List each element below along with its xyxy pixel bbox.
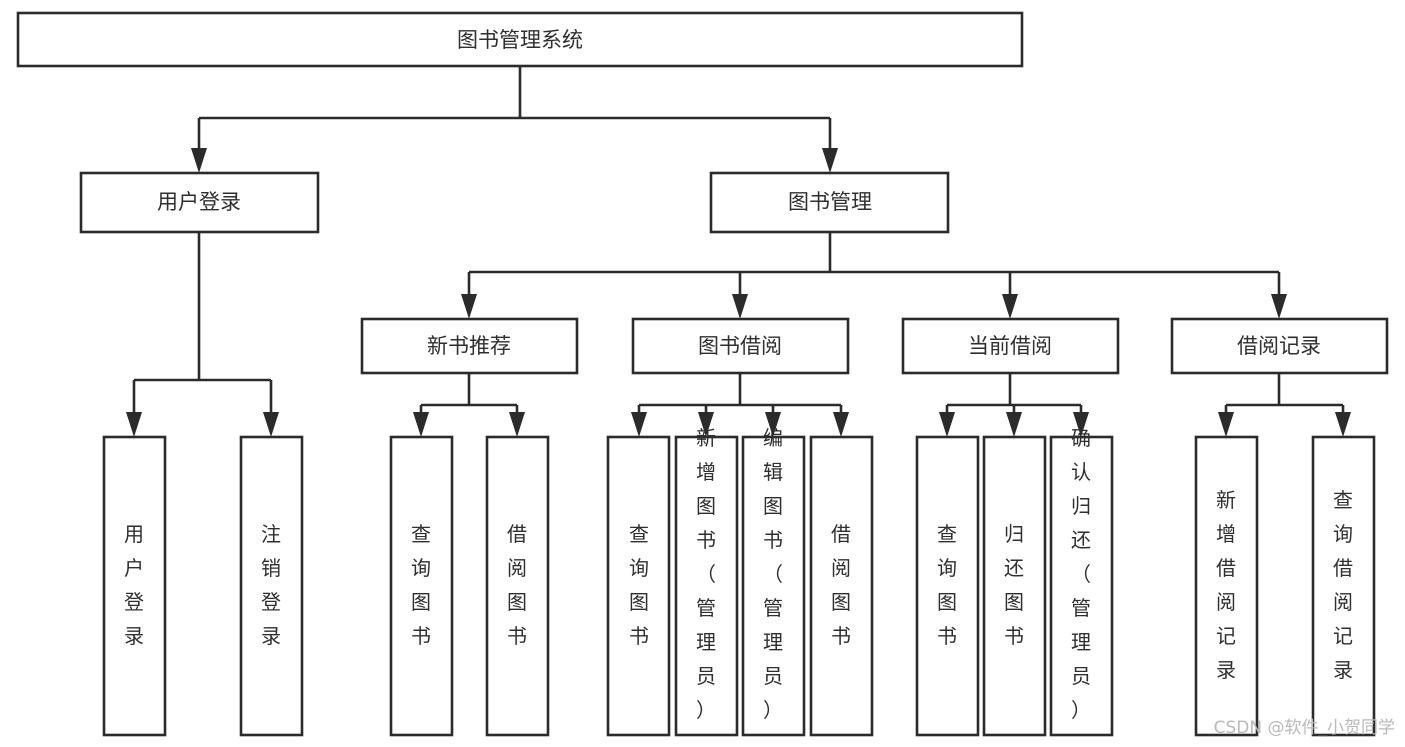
leaf-borrow-record-add-box[interactable] bbox=[1194, 435, 1259, 737]
node-current-borrow-box[interactable] bbox=[901, 317, 1120, 375]
node-root-system-box[interactable] bbox=[16, 11, 1024, 68]
leaf-user-login-logout[interactable]: 注销登录 bbox=[239, 435, 304, 737]
arrow-head-borrow-record bbox=[1271, 294, 1287, 319]
arrow-head-br-leaf-2 bbox=[1335, 412, 1351, 437]
node-borrow-record-box[interactable] bbox=[1170, 317, 1389, 375]
arrow-head-bb-leaf-2 bbox=[698, 412, 714, 437]
leaf-new-book-query-label: 查询图书 bbox=[411, 522, 431, 648]
leaf-borrow-record-add[interactable]: 新增借阅记录 bbox=[1194, 435, 1259, 737]
leaf-user-login-login-label: 用户登录 bbox=[124, 522, 144, 648]
node-borrow-record[interactable]: 借阅记录 bbox=[1170, 317, 1389, 375]
leaf-user-login-logout-box[interactable] bbox=[239, 435, 304, 737]
leaf-current-borrow-query-box[interactable] bbox=[915, 435, 980, 737]
leaf-new-book-borrow-label: 借阅图书 bbox=[507, 522, 527, 648]
leaf-borrow-record-query-label: 查询借阅记录 bbox=[1333, 488, 1353, 682]
leaf-current-borrow-return-label: 归还图书 bbox=[1004, 522, 1024, 648]
node-book-management-box[interactable] bbox=[709, 171, 950, 234]
leaf-book-borrow-query[interactable]: 查询图书 bbox=[606, 435, 671, 737]
node-user-login-label: 用户登录 bbox=[157, 190, 241, 214]
leaf-current-borrow-confirm-label: 确认归还（管理员） bbox=[1071, 426, 1091, 722]
leaf-current-borrow-return-box[interactable] bbox=[982, 435, 1047, 737]
leaf-current-borrow-return[interactable]: 归还图书 bbox=[982, 435, 1047, 737]
arrow-head-cb-leaf-1 bbox=[939, 412, 955, 437]
leaf-book-borrow-borrow-box[interactable] bbox=[809, 435, 874, 737]
arrow-head-book-mgmt bbox=[822, 148, 838, 173]
leaf-current-borrow-confirm[interactable]: 确认归还（管理员） bbox=[1049, 426, 1114, 737]
leaf-borrow-record-add-label: 新增借阅记录 bbox=[1216, 488, 1236, 682]
leaf-borrow-record-query[interactable]: 查询借阅记录 bbox=[1311, 435, 1376, 737]
node-new-book-recommend-label: 新书推荐 bbox=[427, 334, 511, 358]
leaf-borrow-record-query-box[interactable] bbox=[1311, 435, 1376, 737]
csdn-watermark: CSDN @软件_小贺同学 bbox=[1214, 718, 1395, 738]
arrow-head-cb-leaf-3 bbox=[1073, 412, 1089, 437]
node-root-system[interactable]: 图书管理系统 bbox=[16, 11, 1024, 68]
leaf-book-borrow-add[interactable]: 新增图书（管理员） bbox=[674, 426, 739, 737]
arrow-head-leaf-logout bbox=[263, 412, 279, 437]
node-current-borrow[interactable]: 当前借阅 bbox=[901, 317, 1120, 375]
leaf-book-borrow-borrow-label: 借阅图书 bbox=[831, 522, 851, 648]
arrow-head-br-leaf-1 bbox=[1218, 412, 1234, 437]
arrow-head-bb-leaf-3 bbox=[765, 412, 781, 437]
node-book-borrow[interactable]: 图书借阅 bbox=[631, 317, 850, 375]
node-book-management-label: 图书管理 bbox=[788, 190, 872, 214]
leaf-user-login-login-box[interactable] bbox=[102, 435, 167, 737]
arrow-head-book-borrow bbox=[732, 294, 748, 319]
leaf-book-borrow-edit[interactable]: 编辑图书（管理员） bbox=[741, 426, 806, 737]
arrow-head-new-book bbox=[461, 294, 477, 319]
node-user-login[interactable]: 用户登录 bbox=[79, 171, 320, 234]
leaf-user-login-logout-label: 注销登录 bbox=[261, 522, 281, 648]
node-book-borrow-label: 图书借阅 bbox=[698, 334, 782, 358]
arrow-head-bb-leaf-1 bbox=[631, 412, 647, 437]
leaf-book-borrow-edit-label: 编辑图书（管理员） bbox=[763, 426, 783, 722]
edge-layer bbox=[126, 66, 1351, 437]
node-book-borrow-box[interactable] bbox=[631, 317, 850, 375]
arrow-head-cb-leaf-2 bbox=[1006, 412, 1022, 437]
node-user-login-box[interactable] bbox=[79, 171, 320, 234]
leaf-current-borrow-query[interactable]: 查询图书 bbox=[915, 435, 980, 737]
leaf-user-login-login[interactable]: 用户登录 bbox=[102, 435, 167, 737]
arrow-head-bb-leaf-4 bbox=[833, 412, 849, 437]
leaf-new-book-borrow[interactable]: 借阅图书 bbox=[485, 435, 550, 737]
arrow-head-user-login bbox=[191, 148, 207, 173]
leaf-book-borrow-add-box[interactable] bbox=[674, 435, 739, 737]
node-borrow-record-label: 借阅记录 bbox=[1237, 334, 1321, 358]
leaf-book-borrow-query-label: 查询图书 bbox=[629, 522, 649, 648]
leaf-new-book-query-box[interactable] bbox=[389, 435, 454, 737]
arrow-head-nb-leaf-1 bbox=[413, 412, 429, 437]
arrow-head-nb-leaf-2 bbox=[509, 412, 525, 437]
leaf-current-borrow-query-label: 查询图书 bbox=[937, 522, 957, 648]
leaf-book-borrow-borrow[interactable]: 借阅图书 bbox=[809, 435, 874, 737]
leaf-new-book-query[interactable]: 查询图书 bbox=[389, 435, 454, 737]
leaf-new-book-borrow-box[interactable] bbox=[485, 435, 550, 737]
leaf-current-borrow-confirm-box[interactable] bbox=[1049, 435, 1114, 737]
leaf-book-borrow-edit-box[interactable] bbox=[741, 435, 806, 737]
node-new-book-recommend[interactable]: 新书推荐 bbox=[360, 317, 579, 375]
leaf-book-borrow-add-label: 新增图书（管理员） bbox=[696, 426, 716, 722]
node-new-book-recommend-box[interactable] bbox=[360, 317, 579, 375]
arrow-head-current-borrow bbox=[1002, 294, 1018, 319]
node-current-borrow-label: 当前借阅 bbox=[968, 334, 1052, 358]
node-book-management[interactable]: 图书管理 bbox=[709, 171, 950, 234]
node-root-system-label: 图书管理系统 bbox=[457, 28, 583, 52]
arrow-head-leaf-user-login bbox=[126, 412, 142, 437]
leaf-book-borrow-query-box[interactable] bbox=[606, 435, 671, 737]
